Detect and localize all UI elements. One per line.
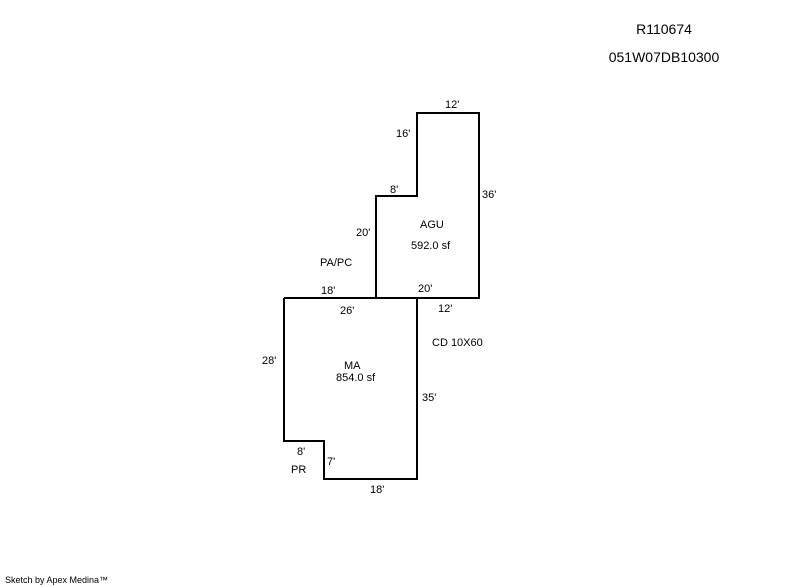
dim-agu-left-lower: 20' bbox=[356, 227, 371, 239]
dim-ma-notch-h: 8' bbox=[297, 446, 306, 458]
agu-area: 592.0 sf bbox=[411, 240, 451, 252]
dim-ma-left: 28' bbox=[262, 355, 277, 367]
cd-label: CD 10X60 bbox=[432, 337, 483, 349]
agu-label: AGU bbox=[420, 219, 444, 231]
ma-area: 854.0 sf bbox=[336, 372, 376, 384]
pa-pc-label: PA/PC bbox=[320, 257, 353, 269]
account-id: R110674 bbox=[636, 21, 692, 37]
dim-agu-top: 12' bbox=[445, 99, 460, 111]
pr-label: PR bbox=[291, 464, 307, 476]
dim-agu-left-upper: 16' bbox=[396, 128, 411, 140]
dim-ma-top: 26' bbox=[340, 305, 355, 317]
dim-agu-bottom: 20' bbox=[418, 283, 433, 295]
sketch-credit: Sketch by Apex Medina™ bbox=[5, 575, 109, 585]
dim-agu-right: 36' bbox=[482, 189, 497, 201]
dim-agu-bottom-right: 12' bbox=[438, 303, 453, 315]
dim-agu-step: 8' bbox=[390, 184, 399, 196]
dim-ma-top-left: 18' bbox=[321, 285, 336, 297]
ma-label: MA bbox=[344, 360, 361, 372]
map-tax-lot: 051W07DB10300 bbox=[608, 49, 720, 65]
dim-ma-notch-v: 7' bbox=[327, 456, 336, 468]
ma-outline bbox=[283, 297, 418, 480]
dim-ma-bottom: 18' bbox=[370, 484, 385, 496]
agu-outline bbox=[375, 112, 480, 299]
dim-ma-right: 35' bbox=[422, 392, 437, 404]
